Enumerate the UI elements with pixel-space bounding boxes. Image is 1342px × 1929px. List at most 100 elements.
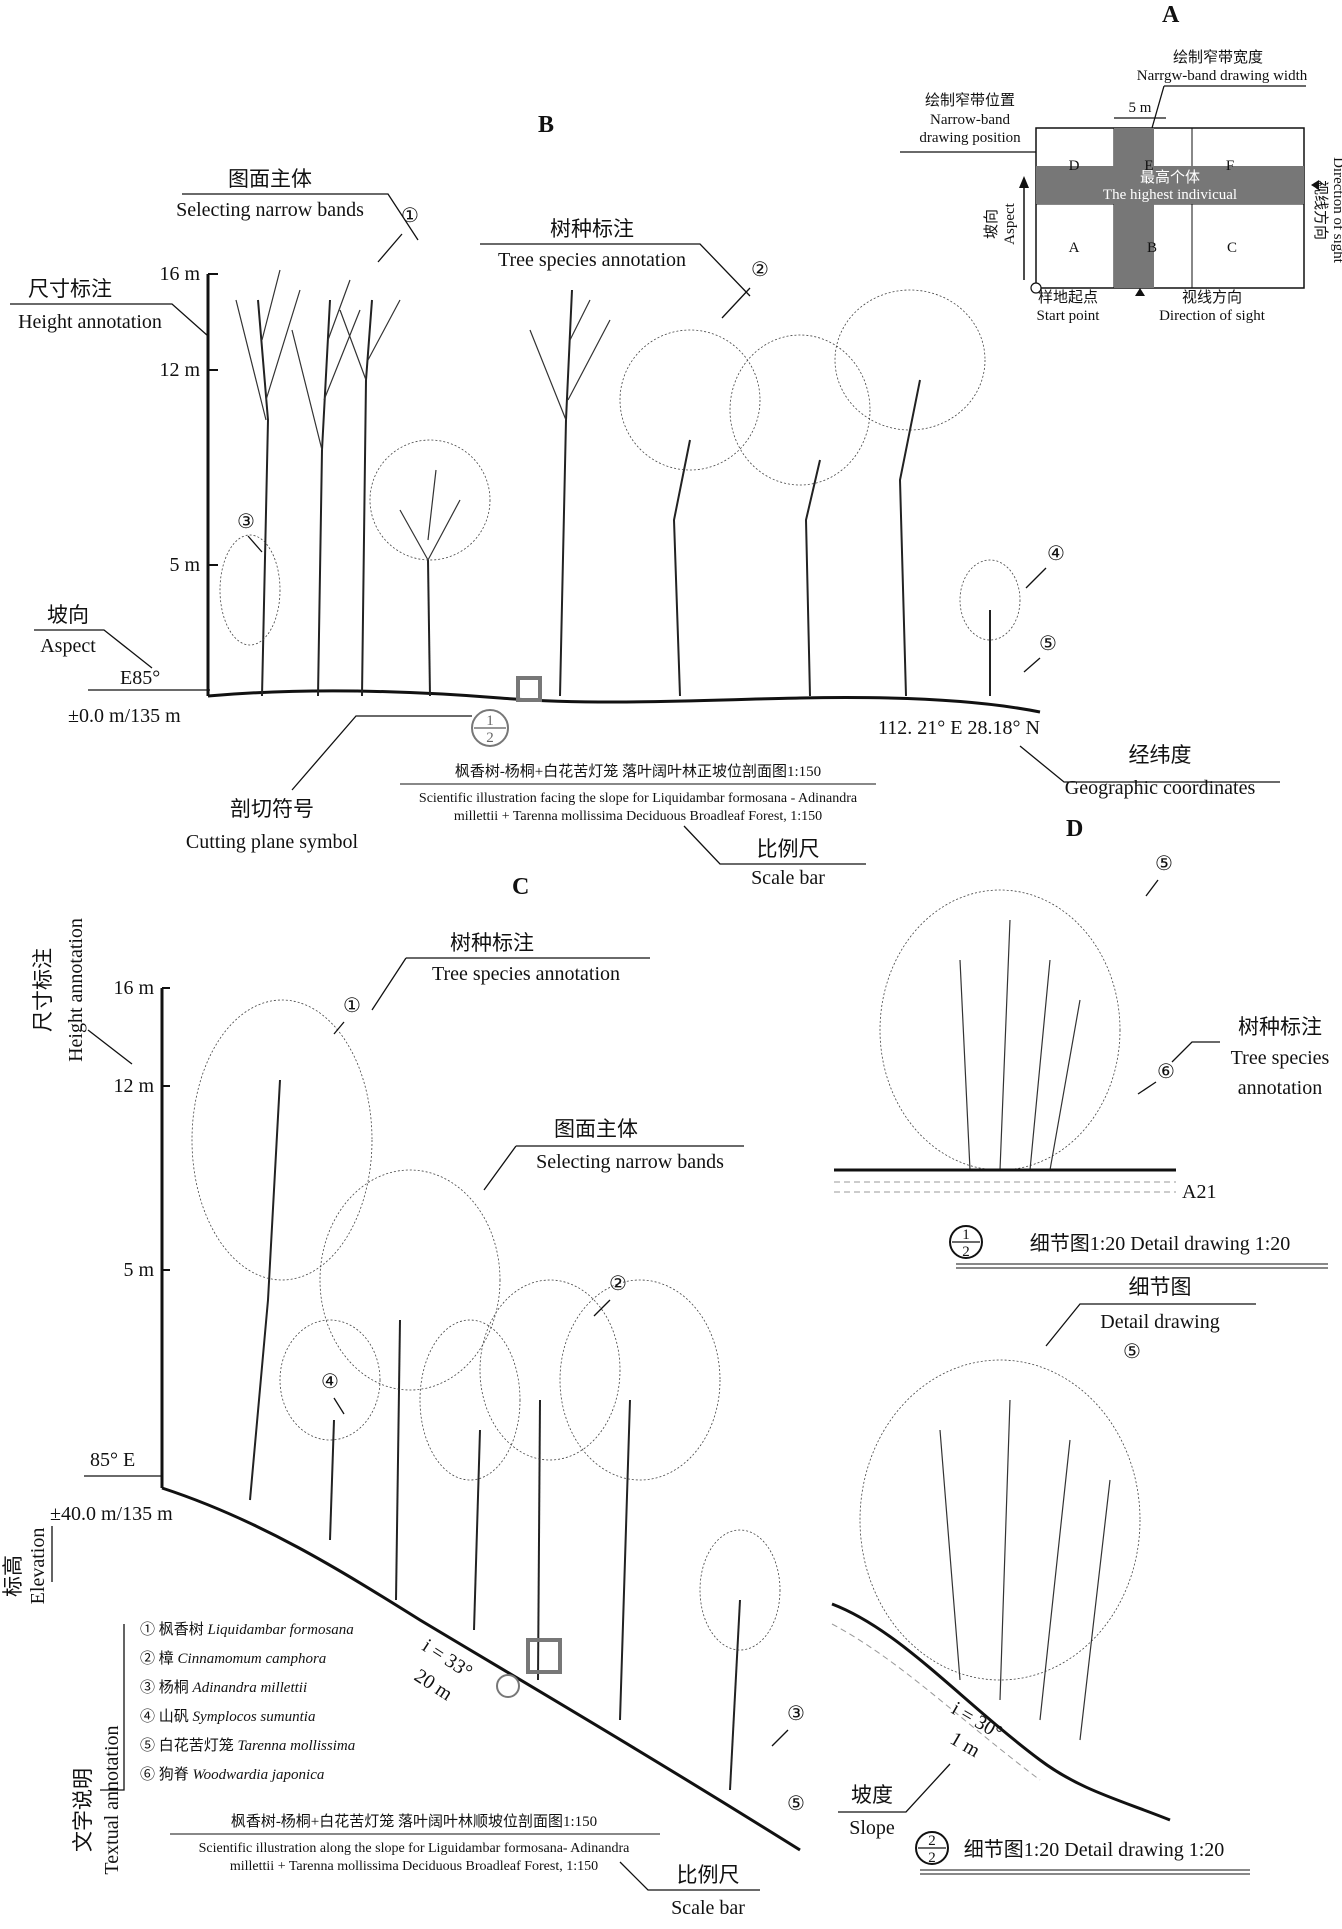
band-pos-en2: drawing position (919, 130, 1021, 146)
legend-item: ④ 山矾 Symplocos sumuntia (140, 1708, 315, 1725)
b-tree (959, 559, 1021, 696)
c-ground-line (161, 1486, 801, 1852)
b-aspect-val: E85° (120, 667, 160, 689)
cell-c: C (1227, 240, 1237, 256)
b-geo-en: Geographic coordinates (1065, 777, 1256, 799)
b-caption-cn: 枫香树-杨桐+白花苦灯笼 落叶阔叶林正坡位剖面图1:150 (455, 763, 821, 780)
d-shrub-2 (859, 1359, 1141, 1741)
legend-item: ⑥ 狗脊 Woodwardia japonica (140, 1766, 324, 1783)
b-aspect-leader (34, 629, 153, 669)
b-cut-box (516, 676, 542, 702)
d-ground-2 (831, 1602, 1171, 1822)
start-en: Start point (1037, 308, 1101, 324)
c-caption-en2: millettii + Tarenna mollissima Deciduous… (230, 1859, 598, 1874)
aspect-a-en: Aspect (1002, 202, 1018, 244)
panel-b: B 图面主体 Selecting narrow bands 树种标注 Tree … (10, 112, 1280, 889)
b-coords: 112. 21° E 28.18° N (878, 717, 1040, 739)
c-subject-cn: 图面主体 (554, 1117, 638, 1141)
d-detail1-label: 细节图1:20 Detail drawing 1:20 (1030, 1232, 1291, 1255)
panel-a: A 绘制窄带宽度 Narrgw-band drawing width 5 m 绘… (900, 2, 1342, 324)
c-scale-leader (619, 1861, 760, 1891)
d-marker-5a: ⑤ (1155, 853, 1173, 875)
panel-a-letter: A (1162, 2, 1180, 28)
c-elev-en: Elevation (27, 1528, 49, 1605)
c-tick-label-5: 5 m (123, 1259, 154, 1281)
cell-b: B (1147, 240, 1157, 256)
c-text-cn: 文字说明 (71, 1768, 95, 1852)
b-tick-label-5: 5 m (169, 554, 200, 576)
b-tree (529, 289, 611, 697)
c-caption-en1: Scientific illustration along the slope … (199, 1841, 631, 1856)
b-marker-5: ⑤ (1039, 633, 1057, 655)
c-tree (699, 1529, 781, 1791)
d-slope-leader (838, 1763, 951, 1813)
b-marker-4: ④ (1047, 543, 1065, 565)
panel-d: D A21 ⑤ ⑥ 树种标注 Tree species annotation 1… (831, 816, 1330, 1875)
b-tree (291, 279, 361, 697)
c-marker-4: ④ (321, 1371, 339, 1393)
d-marker-5b: ⑤ (1123, 1341, 1141, 1363)
band-size-label: 5 m (1129, 100, 1152, 116)
d-detail-en: Detail drawing (1100, 1311, 1219, 1333)
c-tree (191, 999, 373, 1501)
c-tree (419, 1319, 521, 1631)
b-species-en: Tree species annotation (498, 249, 686, 271)
b-height-cn: 尺寸标注 (28, 277, 112, 301)
b-scale-en: Scale bar (751, 867, 825, 889)
b-cut-en: Cutting plane symbol (186, 831, 359, 853)
c-cut-symbol (496, 1674, 520, 1698)
c-cut-box (526, 1638, 562, 1674)
b-species-leader (480, 243, 751, 297)
d-detail2-bottom: 2 (928, 1850, 936, 1866)
d-soil-3 (831, 1623, 1041, 1781)
band-pos-cn: 绘制窄带位置 (925, 91, 1015, 109)
panel-c: C 树种标注 Tree species annotation 图面主体 Sele… (1, 874, 805, 1919)
sight-bottom-arrow (1135, 288, 1145, 296)
c-species-leader (371, 957, 407, 1011)
c-marker-5: ⑤ (787, 1793, 805, 1815)
start-point-marker (1030, 282, 1042, 294)
legend-item: ③ 杨桐 Adinandra millettii (140, 1679, 307, 1696)
sight-side-cn: 视线方向 (1312, 180, 1329, 240)
b-geo-cn: 经纬度 (1129, 743, 1192, 767)
b-tree (219, 534, 281, 646)
d-species-en2: annotation (1238, 1077, 1322, 1099)
c-subject-leader (483, 1145, 744, 1191)
d-species-cn: 树种标注 (1238, 1015, 1322, 1039)
legend-item: ① 枫香树 Liquidambar formosana (140, 1621, 354, 1638)
c-elev-cn: 标高 (1, 1555, 25, 1597)
b-tree (834, 289, 986, 697)
b-subject-en: Selecting narrow bands (176, 199, 364, 221)
c-species-cn: 树种标注 (450, 931, 534, 955)
d-marker-6-arrow (1137, 1081, 1157, 1095)
band-width-en: Narrgw-band drawing width (1137, 68, 1308, 84)
c-subject-en: Selecting narrow bands (536, 1151, 724, 1173)
c-scale-cn: 比例尺 (677, 1863, 740, 1887)
c-marker-2: ② (609, 1273, 627, 1295)
d-soil-label: A21 (1182, 1181, 1216, 1203)
b-marker-3-arrow (247, 535, 263, 553)
cell-e: E (1144, 158, 1153, 174)
b-marker-1: ① (401, 205, 419, 227)
c-scale-en: Scale bar (671, 1897, 745, 1919)
panel-d-letter: D (1066, 816, 1083, 842)
panel-c-letter: C (512, 874, 529, 900)
c-legend: ① 枫香树 Liquidambar formosana ② 樟 Cinnamom… (140, 1621, 355, 1783)
b-marker-3: ③ (237, 511, 255, 533)
b-cut-top: 1 (486, 713, 494, 729)
c-tree (279, 1319, 381, 1541)
c-species-en: Tree species annotation (432, 963, 620, 985)
b-height-leader (10, 303, 209, 337)
c-tick-label-12: 12 m (113, 1075, 154, 1097)
b-cut-bottom: 2 (486, 730, 494, 746)
c-tree (559, 1279, 721, 1721)
b-tick-label-12: 12 m (159, 359, 200, 381)
b-aspect-en: Aspect (40, 635, 96, 657)
d-marker-6: ⑥ (1157, 1061, 1175, 1083)
c-tree (479, 1279, 621, 1681)
c-marker-1-arrow (333, 1021, 345, 1035)
b-cut-cn: 剖切符号 (230, 797, 314, 821)
b-tick-label-16: 16 m (159, 263, 200, 285)
d-slope-cn: 坡度 (851, 1783, 893, 1807)
